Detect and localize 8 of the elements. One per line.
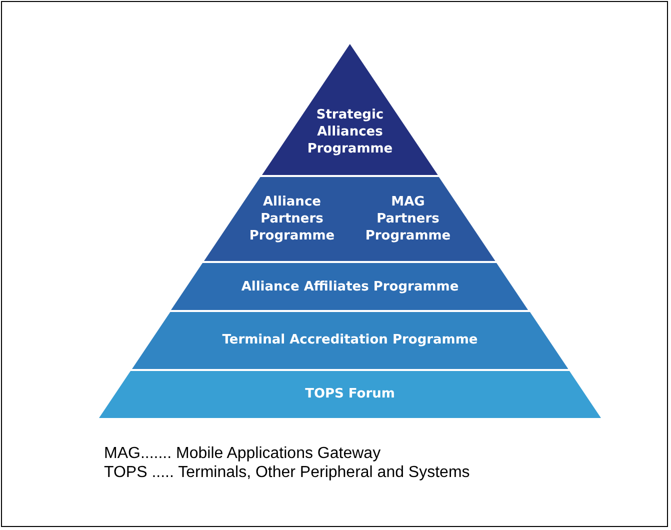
tier-label: TOPS Forum bbox=[304, 386, 396, 402]
tier-label: Strategic Alliances Programme bbox=[306, 106, 394, 158]
abbreviation-note: MAG....... Mobile Applications Gateway bbox=[104, 445, 381, 463]
tier-label: Alliance Affiliates Programme bbox=[240, 278, 460, 296]
tier-label: MAG Partners Programme bbox=[364, 194, 452, 244]
tier-label: Alliance Partners Programme bbox=[248, 194, 336, 244]
abbreviation-note: TOPS ..... Terminals, Other Peripheral and Systems bbox=[104, 464, 470, 482]
tier-label: Terminal Accreditation Programme bbox=[221, 332, 479, 348]
